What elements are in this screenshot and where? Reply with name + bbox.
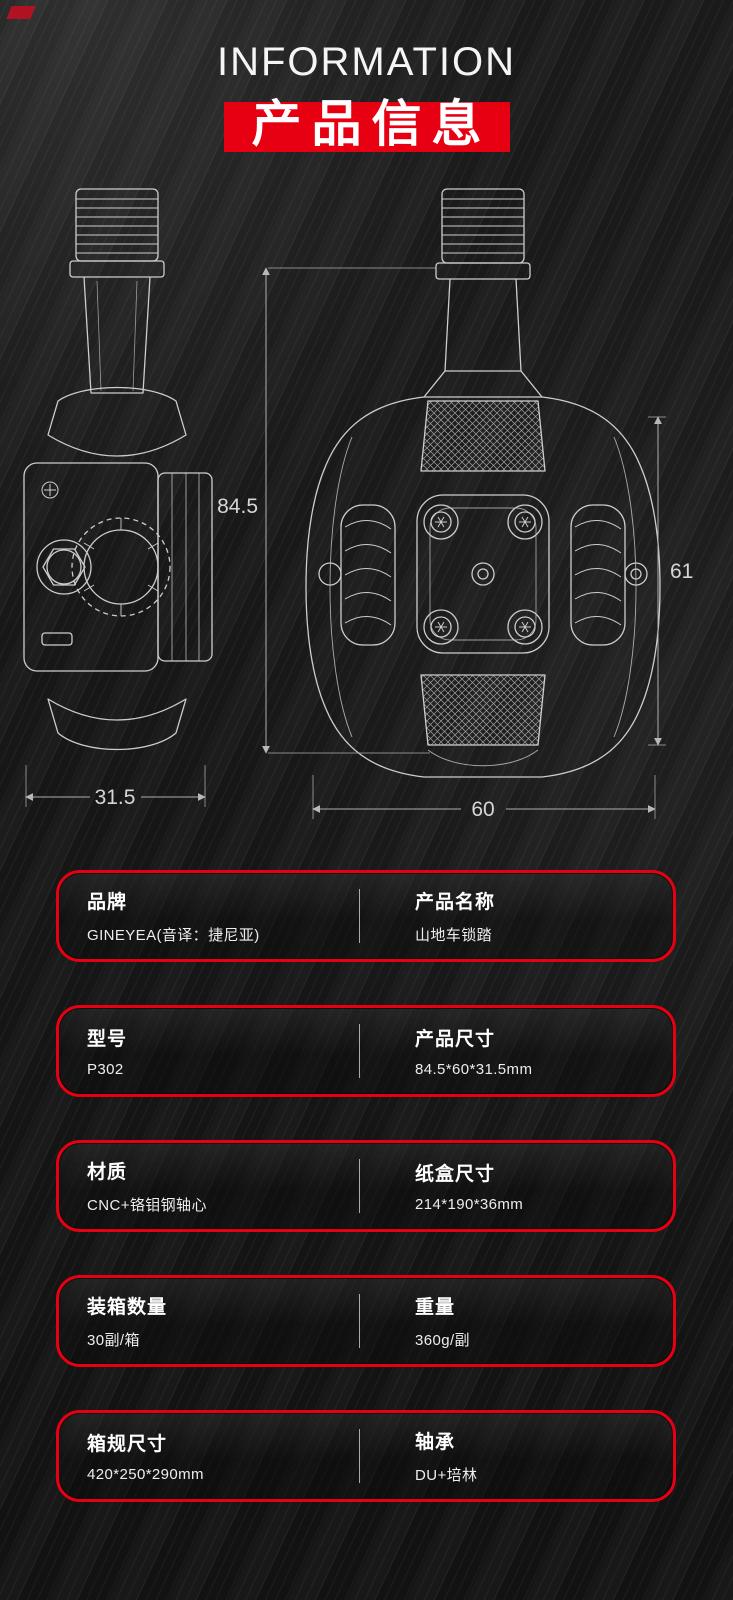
spec-col-right: 重量 360g/副 bbox=[359, 1292, 673, 1350]
spec-col-right: 轴承 DU+培林 bbox=[359, 1427, 673, 1485]
spec-col-right: 纸盒尺寸 214*190*36mm bbox=[359, 1159, 673, 1213]
bottom-grip-pad bbox=[420, 674, 546, 746]
spec-label: 纸盒尺寸 bbox=[415, 1164, 496, 1185]
torx-bolt-icon bbox=[423, 504, 459, 540]
spec-col-left: 装箱数量 30副/箱 bbox=[59, 1292, 359, 1350]
spec-value: DU+培林 bbox=[415, 1467, 478, 1484]
spec-label: 产品名称 bbox=[415, 892, 496, 913]
spec-divider bbox=[359, 1294, 360, 1348]
top-grip-pad bbox=[420, 400, 546, 472]
spec-value: 84.5*60*31.5mm bbox=[415, 1061, 533, 1078]
spec-divider bbox=[359, 1159, 360, 1213]
pedal-technical-diagram: 84.5 61 31.5 60 bbox=[23, 188, 693, 821]
spec-card-carton: 箱规尺寸 420*250*290mm 轴承 DU+培林 bbox=[56, 1410, 676, 1502]
spec-label: 箱规尺寸 bbox=[87, 1434, 168, 1455]
spec-label: 重量 bbox=[415, 1297, 456, 1318]
spec-value: GINEYEA(音译：捷尼亚) bbox=[87, 927, 260, 944]
pedal-side-view-drawing bbox=[23, 188, 213, 751]
dimension-annotations bbox=[25, 267, 666, 819]
torx-bolt-icon bbox=[507, 504, 543, 540]
spec-col-left: 材质 CNC+铬钼钢轴心 bbox=[59, 1157, 359, 1215]
spec-col-left: 品牌 GINEYEA(音译：捷尼亚) bbox=[59, 887, 359, 945]
spec-card-packing: 装箱数量 30副/箱 重量 360g/副 bbox=[56, 1275, 676, 1367]
spec-col-right: 产品尺寸 84.5*60*31.5mm bbox=[359, 1024, 673, 1078]
page-title-en: INFORMATION bbox=[216, 40, 516, 84]
spec-divider bbox=[359, 1024, 360, 1078]
spec-label: 轴承 bbox=[415, 1432, 456, 1453]
corner-mark bbox=[6, 6, 36, 19]
spec-card-brand: 品牌 GINEYEA(音译：捷尼亚) 产品名称 山地车锁踏 bbox=[56, 870, 676, 962]
spec-value: CNC+铬钼钢轴心 bbox=[87, 1197, 207, 1214]
spec-value: 420*250*290mm bbox=[87, 1466, 204, 1483]
torx-bolt-icon bbox=[423, 609, 459, 645]
pedal-front-view-drawing bbox=[305, 188, 661, 778]
spec-value: P302 bbox=[87, 1061, 124, 1078]
spec-label: 材质 bbox=[87, 1162, 128, 1183]
spec-value: 360g/副 bbox=[415, 1332, 470, 1349]
spec-divider bbox=[359, 1429, 360, 1483]
spec-label: 产品尺寸 bbox=[415, 1029, 496, 1050]
spec-label: 装箱数量 bbox=[87, 1297, 168, 1318]
spec-value: 214*190*36mm bbox=[415, 1196, 524, 1213]
page-title-zh-wrap: 产品信息 bbox=[0, 84, 733, 159]
page-title-zh: 产品信息 bbox=[251, 96, 492, 152]
spec-label: 型号 bbox=[87, 1029, 128, 1050]
spec-label: 品牌 bbox=[87, 892, 128, 913]
spec-col-right: 产品名称 山地车锁踏 bbox=[359, 887, 673, 945]
spec-col-left: 箱规尺寸 420*250*290mm bbox=[59, 1429, 359, 1483]
title-red-block bbox=[223, 102, 510, 152]
spec-divider bbox=[359, 889, 360, 943]
spec-value: 山地车锁踏 bbox=[415, 927, 493, 944]
spec-card-material: 材质 CNC+铬钼钢轴心 纸盒尺寸 214*190*36mm bbox=[56, 1140, 676, 1232]
dimension-label-height: 84.5 bbox=[217, 495, 258, 518]
dimension-label-side: 61 bbox=[670, 560, 693, 583]
spec-value: 30副/箱 bbox=[87, 1332, 140, 1349]
spec-card-model: 型号 P302 产品尺寸 84.5*60*31.5mm bbox=[56, 1005, 676, 1097]
spec-cards-section: 品牌 GINEYEA(音译：捷尼亚) 产品名称 山地车锁踏 型号 P302 产品… bbox=[56, 870, 676, 1545]
dimension-label-side-width: 31.5 bbox=[95, 786, 136, 809]
spec-col-left: 型号 P302 bbox=[59, 1024, 359, 1078]
dimension-label-front-width: 60 bbox=[471, 798, 494, 821]
torx-bolt-icon bbox=[507, 609, 543, 645]
